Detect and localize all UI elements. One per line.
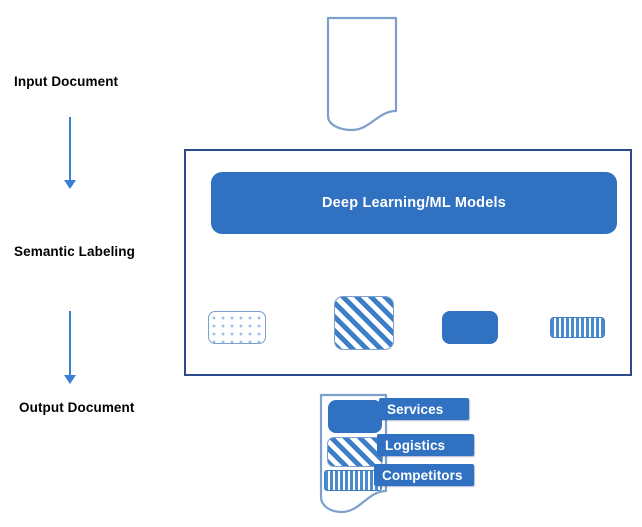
arrow-down-icon-input-to-semantic	[61, 117, 79, 189]
document-page-icon	[326, 16, 398, 132]
annotation-banner-competitors: Competitors	[374, 464, 474, 486]
output-pattern-swatch-diagonal	[327, 437, 383, 467]
arrow-down-icon-semantic-to-output	[61, 311, 79, 384]
input-document-icon	[326, 16, 398, 132]
deep-learning-model-label: Deep Learning/ML Models	[322, 195, 506, 211]
arrow-shaft	[69, 117, 71, 181]
document-outline-path	[326, 16, 398, 132]
stage-label-semantic-labeling: Semantic Labeling	[14, 244, 135, 259]
pattern-swatch-solid	[442, 311, 498, 344]
output-pattern-swatch-solid	[328, 400, 382, 433]
arrow-head	[64, 375, 76, 384]
pattern-swatch-diagonal	[334, 296, 394, 350]
annotation-banner-logistics: Logistics	[377, 434, 474, 456]
stage-label-output-document: Output Document	[19, 400, 135, 415]
arrow-head	[64, 180, 76, 189]
pattern-swatch-dotted	[208, 311, 266, 344]
pattern-swatch-vertical	[550, 317, 605, 338]
arrow-shaft	[69, 311, 71, 376]
output-pattern-swatch-vertical	[324, 470, 382, 491]
stage-label-input-document: Input Document	[14, 74, 119, 89]
deep-learning-model-block: Deep Learning/ML Models	[211, 172, 617, 234]
annotation-banner-services: Services	[379, 398, 469, 420]
